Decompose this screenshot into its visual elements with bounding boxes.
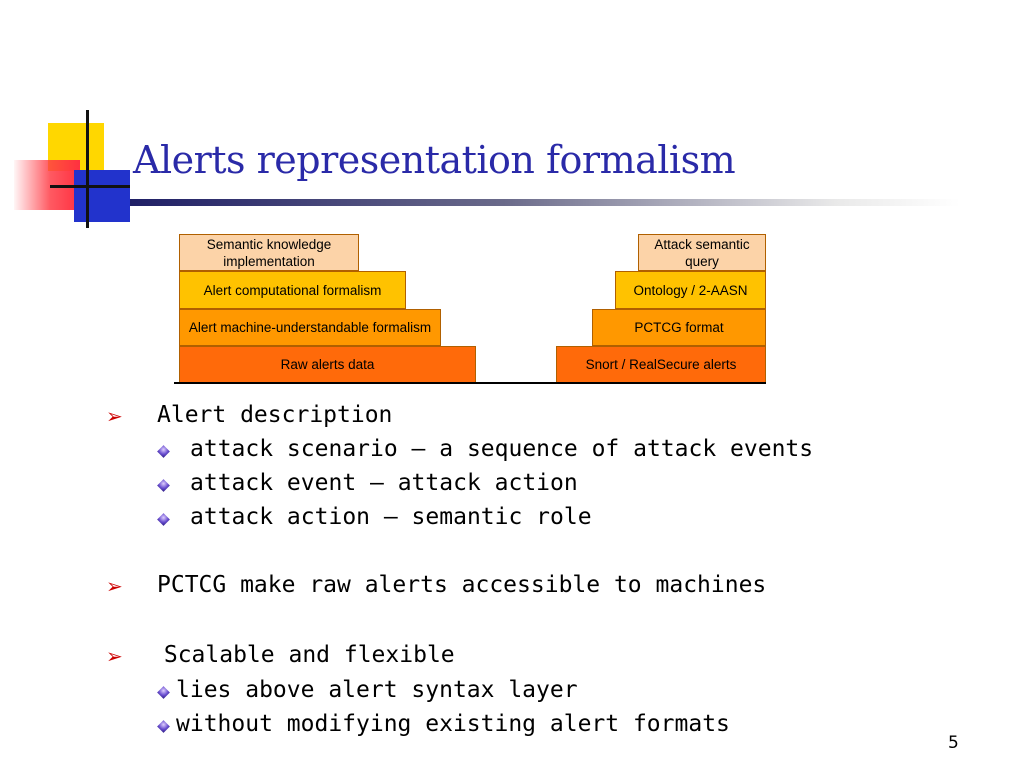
title-underline <box>130 199 960 206</box>
bullet-scalable: Scalable and flexible <box>150 642 455 668</box>
sub-bullet-syntax-layer: lies above alert syntax layer <box>176 677 578 703</box>
logo-horizontal-line <box>50 185 130 188</box>
arrow-bullet-icon: ➢ <box>106 404 123 428</box>
right-layer-2: Ontology / 2-AASN <box>615 271 766 309</box>
diamond-bullet-icon <box>157 445 170 458</box>
arrow-bullet-icon: ➢ <box>106 644 123 668</box>
right-layer-4: Snort / RealSecure alerts <box>556 346 766 383</box>
sub-bullet-attack-action: attack action – semantic role <box>190 504 592 530</box>
logo-blue-square <box>74 170 130 222</box>
diamond-bullet-icon <box>157 513 170 526</box>
diamond-bullet-icon <box>157 720 170 733</box>
left-layer-4: Raw alerts data <box>179 346 476 383</box>
sub-bullet-attack-event: attack event – attack action <box>190 470 578 496</box>
logo-vertical-line <box>86 110 89 228</box>
slide-title: Alerts representation formalism <box>133 138 736 182</box>
sub-bullet-alert-formats: without modifying existing alert formats <box>176 711 730 737</box>
arrow-bullet-icon: ➢ <box>106 574 123 598</box>
left-layer-1: Semantic knowledge implementation <box>179 234 359 271</box>
right-layer-3: PCTCG format <box>592 309 766 346</box>
sub-bullet-attack-scenario: attack scenario – a sequence of attack e… <box>190 436 814 462</box>
left-layer-3: Alert machine-understandable formalism <box>179 309 441 346</box>
bullet-alert-description: Alert description <box>157 402 393 428</box>
right-layer-1: Attack semantic query <box>638 234 766 271</box>
bullet-pctcg: PCTCG make raw alerts accessible to mach… <box>157 572 767 598</box>
page-number: 5 <box>948 733 959 753</box>
diamond-bullet-icon <box>157 686 170 699</box>
diamond-bullet-icon <box>157 479 170 492</box>
left-layer-2: Alert computational formalism <box>179 271 406 309</box>
diagram-baseline <box>174 382 766 384</box>
